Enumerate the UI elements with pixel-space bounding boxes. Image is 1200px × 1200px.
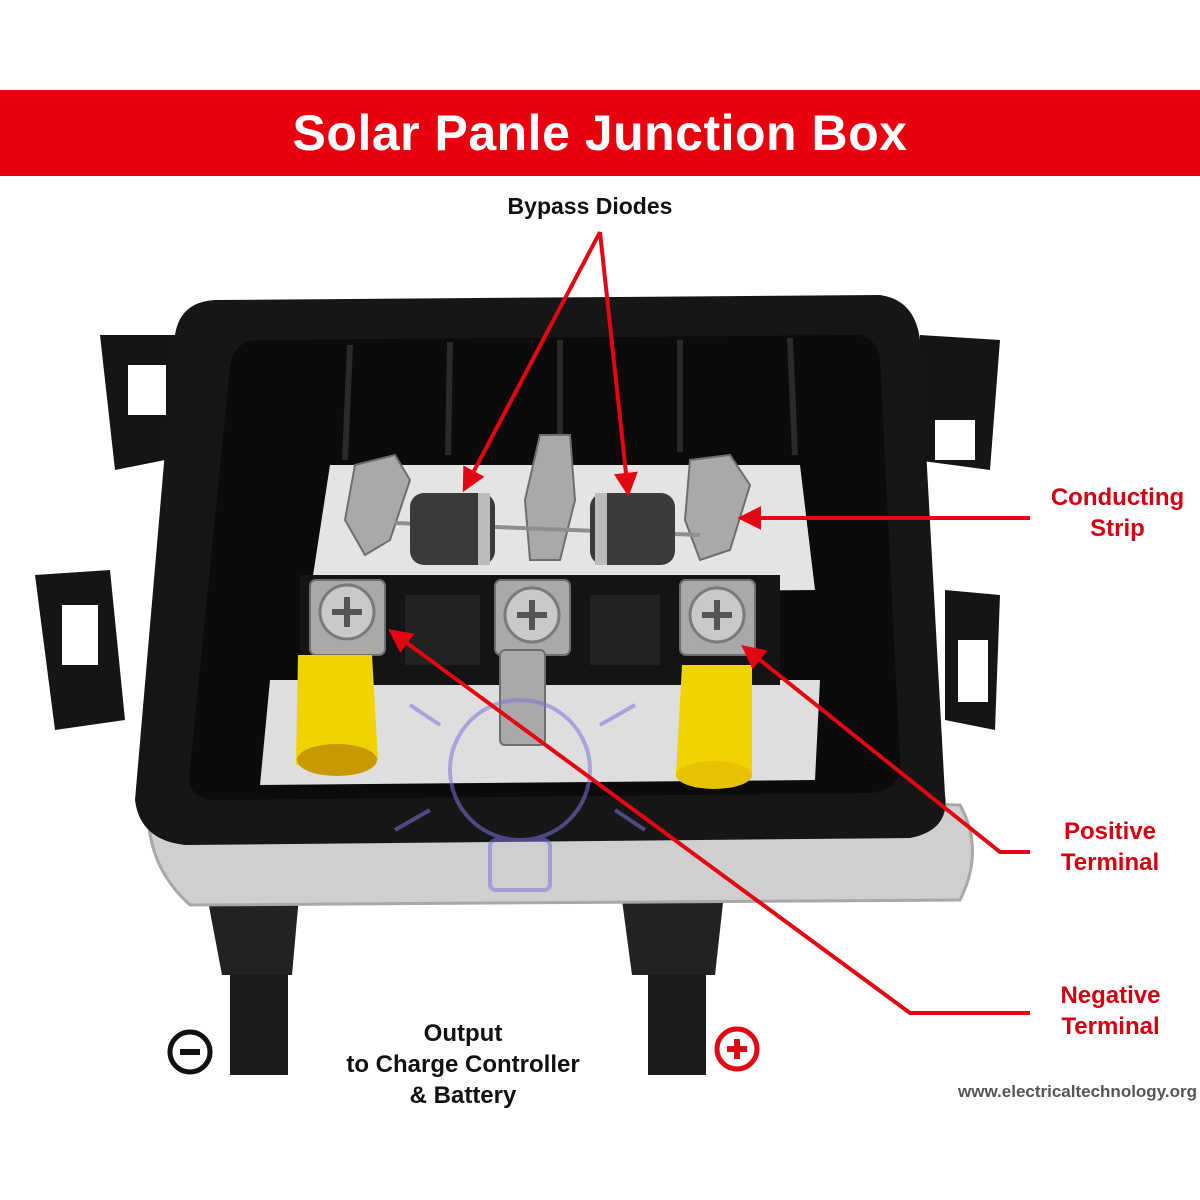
arrow-bypass-diode-1 xyxy=(462,231,602,493)
plus-circle-icon xyxy=(714,1026,760,1072)
annotation-arrows xyxy=(388,231,1030,1015)
label-line: Positive xyxy=(1063,818,1157,845)
label-negative-terminal: Negative Terminal xyxy=(1033,980,1188,1042)
label-line: Terminal xyxy=(1061,1013,1160,1040)
label-output: Output to Charge Controller & Battery xyxy=(318,1018,608,1111)
junction-box-body xyxy=(135,295,946,845)
label-line: Conducting xyxy=(1050,484,1185,511)
minus-circle-icon xyxy=(167,1029,213,1075)
terminal-screws xyxy=(318,583,746,644)
positive-crimp-connector xyxy=(676,665,752,789)
label-line: Negative xyxy=(1060,982,1161,1009)
right-mounting-clips xyxy=(915,335,1000,730)
bypass-diode-1 xyxy=(410,493,495,565)
arrow-negative-terminal xyxy=(388,629,1030,1015)
label-line: & Battery xyxy=(409,1082,517,1109)
website-credit: www.electricaltechnology.org xyxy=(958,1082,1197,1101)
label-positive-terminal: Positive Terminal xyxy=(1035,816,1185,878)
label-line: Strip xyxy=(1090,515,1145,542)
title-banner: Solar Panle Junction Box xyxy=(0,90,1200,176)
label-line: Output xyxy=(423,1020,503,1047)
arrow-positive-terminal xyxy=(741,645,1030,854)
label-line: to Charge Controller xyxy=(346,1051,580,1078)
bypass-diode-2 xyxy=(590,493,675,565)
label-line: Terminal xyxy=(1060,849,1160,876)
arrow-bypass-diode-2 xyxy=(598,231,638,497)
bulb-watermark xyxy=(394,698,647,892)
label-bypass-diodes: Bypass Diodes xyxy=(507,193,673,219)
label-conducting-strip: Conducting Strip xyxy=(1030,482,1200,544)
negative-crimp-connector xyxy=(296,655,378,776)
page-title: Solar Panle Junction Box xyxy=(292,105,908,161)
